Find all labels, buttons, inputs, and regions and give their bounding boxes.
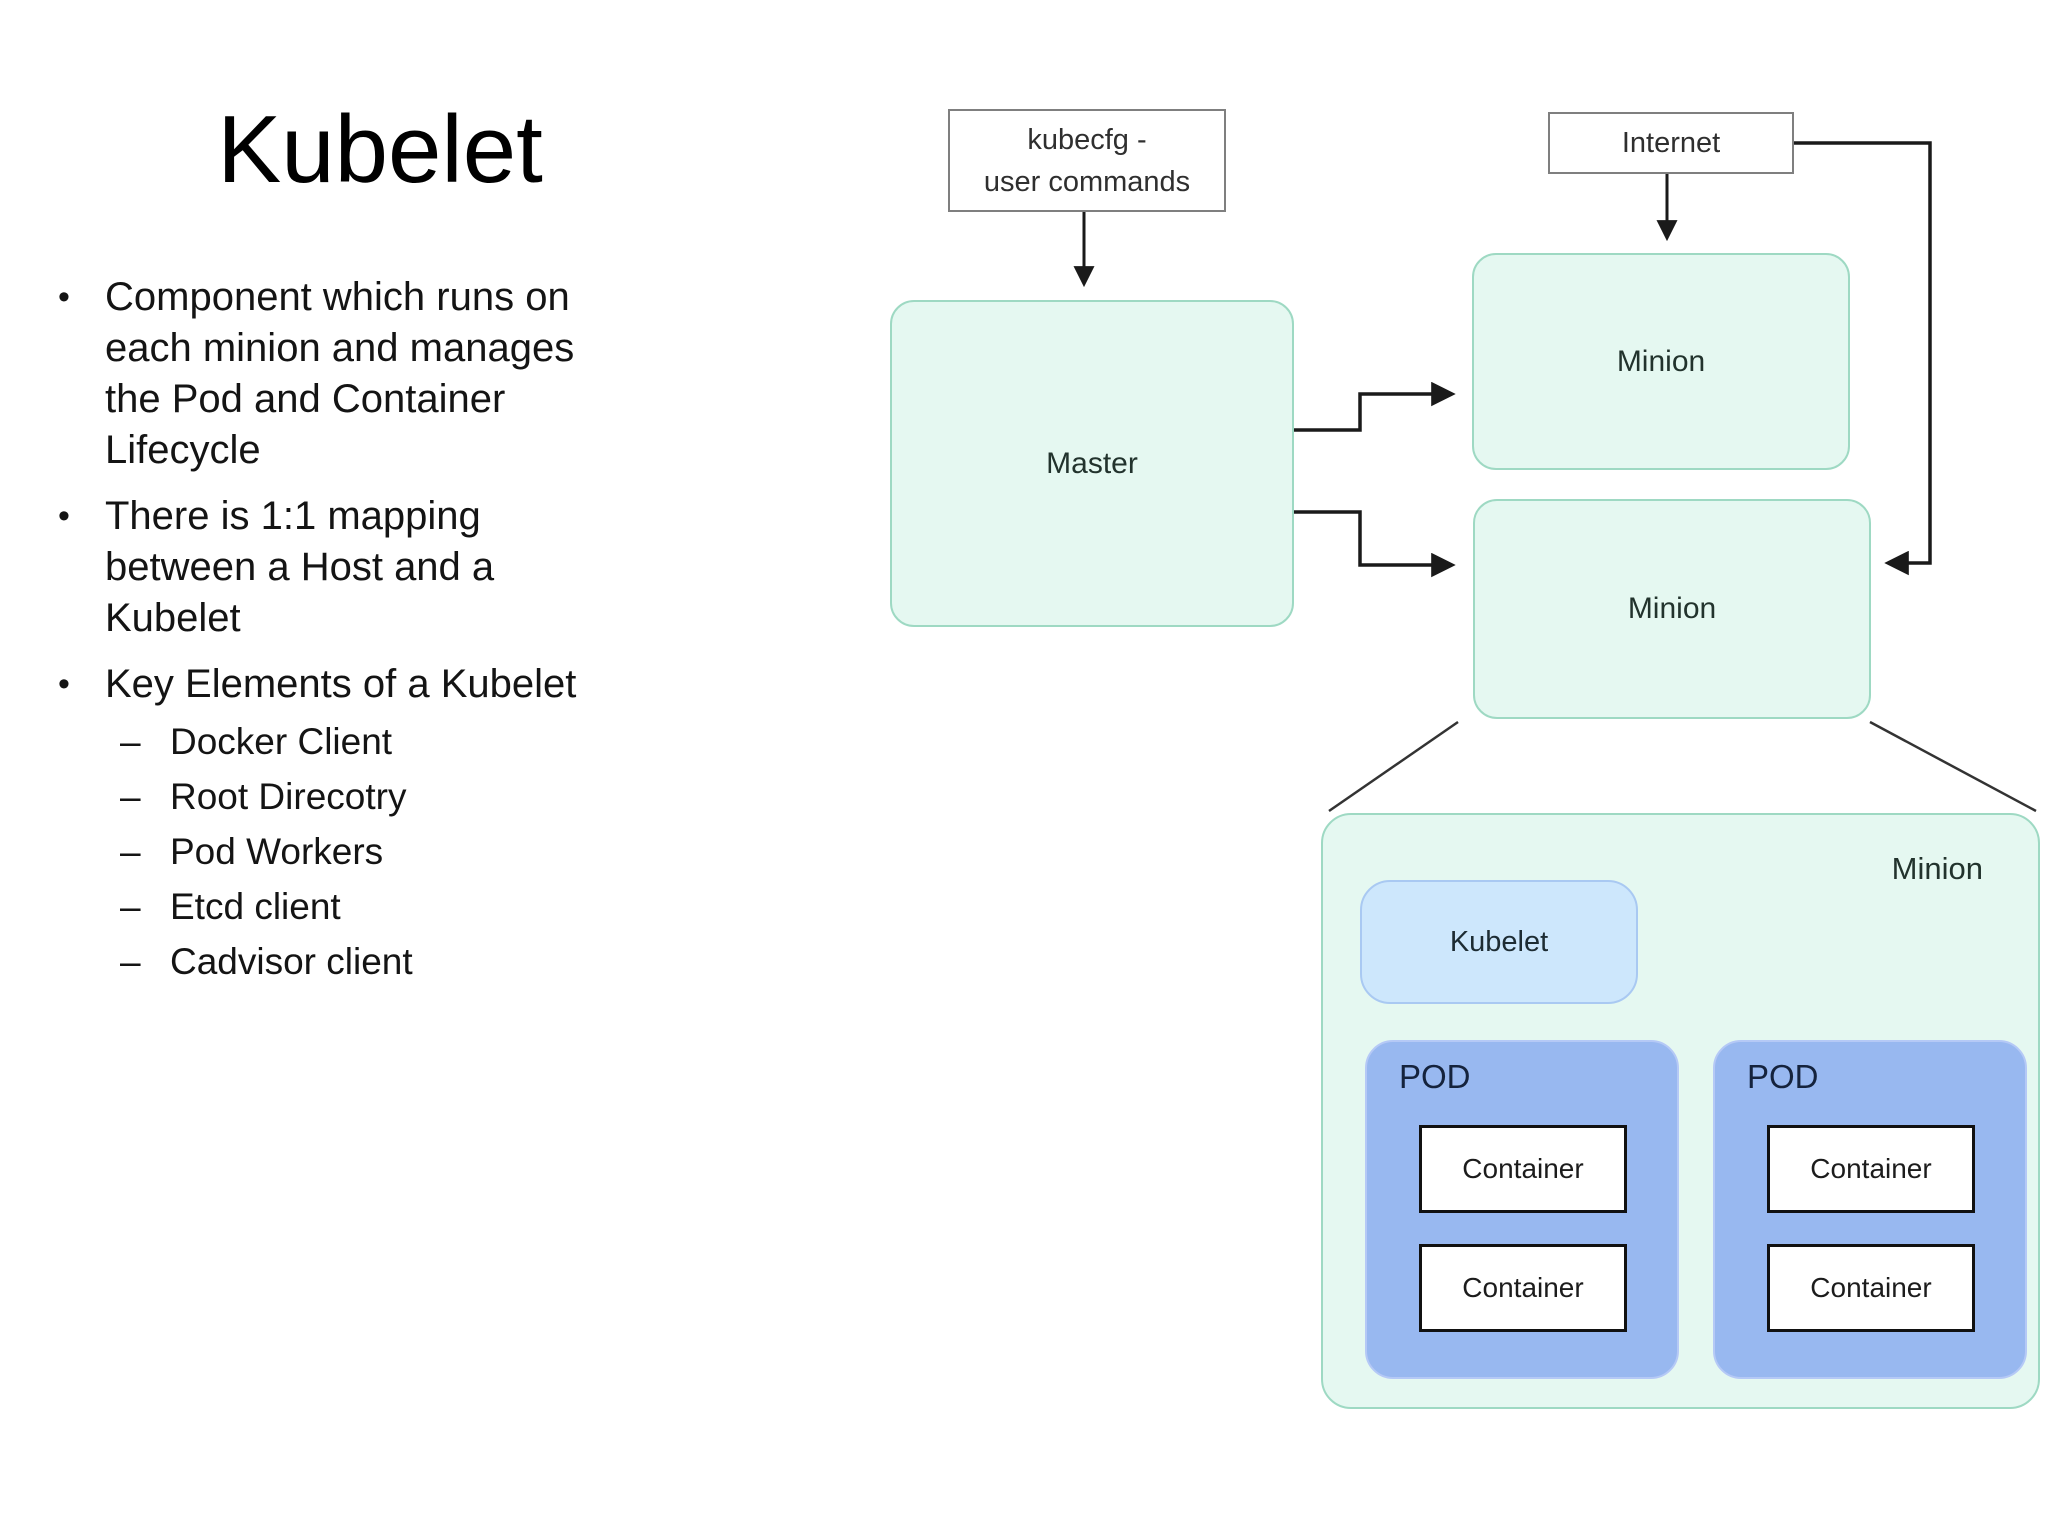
container-box: Container <box>1419 1125 1627 1213</box>
kubelet-box: Kubelet <box>1360 880 1638 1004</box>
minion-top-box: Minion <box>1472 253 1850 470</box>
master-label: Master <box>1046 446 1138 480</box>
kubecfg-label-line1: kubecfg - <box>1027 123 1147 156</box>
sub-bullet-text: Etcd client <box>170 886 341 927</box>
container-label: Container <box>1462 1272 1584 1303</box>
bullet-icon: • <box>58 665 70 703</box>
bullet-text: Key Elements of a Kubelet <box>105 662 577 706</box>
minion-detail-box: Minion Kubelet POD Container Container P… <box>1321 813 2040 1409</box>
sub-bullet-text: Pod Workers <box>170 831 384 872</box>
container-box: Container <box>1419 1244 1627 1332</box>
minion-mid-label: Minion <box>1627 592 1717 625</box>
dash-icon: – <box>120 831 141 872</box>
dash-icon: – <box>120 941 141 982</box>
list-item: • Key Elements of a Kubelet <box>58 659 603 710</box>
container-label: Container <box>1810 1153 1932 1184</box>
sub-bullet-text: Cadvisor client <box>170 941 413 982</box>
bullet-text: There is 1:1 mapping between a Host and … <box>105 494 495 640</box>
container-label: Container <box>1462 1153 1584 1184</box>
minion-detail-label: Minion <box>1891 851 1983 886</box>
master-box: Master <box>890 300 1294 627</box>
minion-top-label: Minion <box>1616 344 1706 378</box>
container-box: Container <box>1767 1244 1975 1332</box>
list-item: – Root Direcotry <box>120 769 603 824</box>
page-title: Kubelet <box>217 96 543 203</box>
bullet-icon: • <box>58 497 70 535</box>
container-box: Container <box>1767 1125 1975 1213</box>
container-label: Container <box>1810 1272 1932 1303</box>
bullet-list: • Component which runs on each minion an… <box>58 272 603 989</box>
list-item: – Pod Workers <box>120 824 603 879</box>
kubelet-label: Kubelet <box>1449 925 1549 958</box>
dash-icon: – <box>120 776 141 817</box>
list-item: – Docker Client <box>120 714 603 769</box>
list-item: – Cadvisor client <box>120 934 603 989</box>
sub-bullet-text: Docker Client <box>170 721 393 762</box>
internet-box: Internet <box>1548 112 1794 174</box>
dash-icon: – <box>120 721 141 762</box>
bullet-icon: • <box>58 278 70 316</box>
list-item: • There is 1:1 mapping between a Host an… <box>58 491 603 644</box>
internet-label: Internet <box>1621 127 1721 159</box>
kubecfg-label-line2: user commands <box>983 165 1191 198</box>
pod-label: POD <box>1399 1058 1471 1095</box>
bullet-text: Component which runs on each minion and … <box>105 275 575 472</box>
pod-box-1: POD Container Container <box>1365 1040 1679 1379</box>
list-item: • Component which runs on each minion an… <box>58 272 603 476</box>
dash-icon: – <box>120 886 141 927</box>
minion-mid-box: Minion <box>1473 499 1871 719</box>
pod-label: POD <box>1747 1058 1819 1095</box>
pod-box-2: POD Container Container <box>1713 1040 2027 1379</box>
sub-bullet-text: Root Direcotry <box>170 776 407 817</box>
sub-bullet-list: – Docker Client – Root Direcotry – Pod W… <box>120 714 603 989</box>
list-item: – Etcd client <box>120 879 603 934</box>
kubecfg-box: kubecfg - user commands <box>948 109 1226 212</box>
